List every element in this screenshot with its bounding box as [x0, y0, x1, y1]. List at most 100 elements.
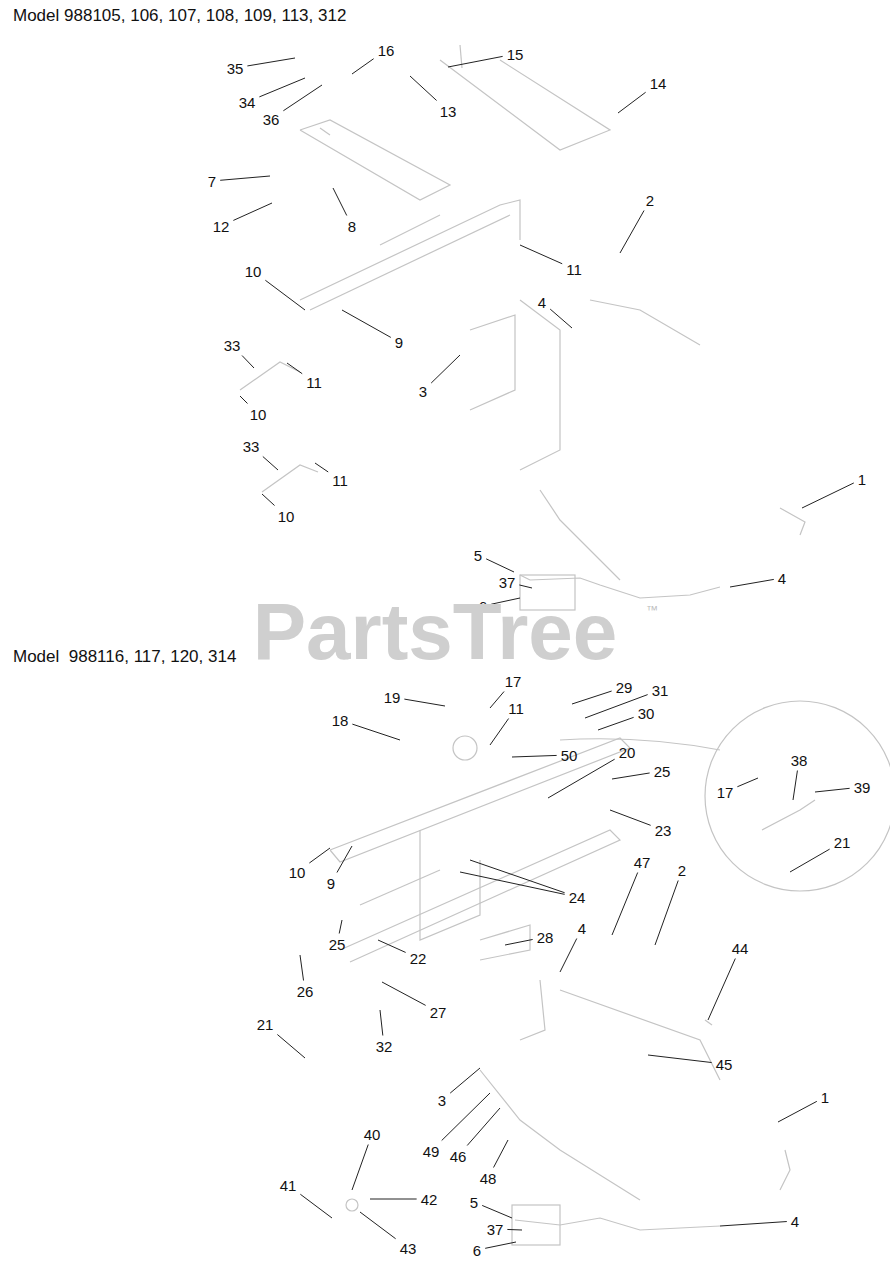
callout-number: 45 [716, 1057, 733, 1072]
callout-number: 25 [654, 764, 671, 779]
callout-number: 24 [569, 890, 586, 905]
leader-line [598, 717, 634, 730]
callout-number: 48 [480, 1171, 497, 1186]
leader-line [337, 846, 352, 873]
callout-number: 21 [257, 1017, 274, 1032]
callout-number: 26 [297, 984, 314, 999]
leader-line [265, 280, 305, 310]
leader-line [382, 982, 426, 1005]
callout-number: 11 [508, 701, 524, 716]
callout-number: 34 [239, 95, 256, 110]
leader-line [315, 463, 328, 472]
leader-line [467, 1108, 500, 1146]
callout-number: 16 [378, 43, 395, 58]
callout-number: 8 [348, 219, 356, 234]
callout-number: 35 [227, 61, 244, 76]
callout-number: 2 [678, 863, 686, 878]
leader-line [309, 848, 330, 863]
callout-number: 41 [280, 1178, 297, 1193]
leader-line [431, 355, 460, 383]
callout-number: 10 [250, 407, 267, 422]
leader-line [612, 873, 638, 936]
leader-line [450, 1068, 480, 1093]
leader-line [708, 959, 735, 1021]
callout-number: 5 [470, 1195, 478, 1210]
leader-line [482, 1205, 512, 1218]
callout-number: 49 [423, 1144, 440, 1159]
callout-number: 46 [450, 1149, 467, 1164]
callout-number: 4 [578, 921, 586, 936]
leader-line [648, 1055, 712, 1063]
leader-line [220, 176, 270, 180]
callout-number: 13 [440, 104, 457, 119]
callout-number: 9 [327, 876, 335, 891]
callout-number: 28 [537, 930, 554, 945]
leader-line [242, 356, 254, 369]
callout-number: 25 [329, 937, 346, 952]
leader-line [352, 724, 400, 740]
leader-line [233, 203, 272, 220]
leader-line [486, 559, 514, 572]
callout-number: 4 [778, 571, 786, 586]
callout-number: 11 [566, 262, 582, 277]
callout-number: 33 [243, 439, 260, 454]
leader-line [470, 860, 565, 893]
callout-number: 47 [634, 855, 651, 870]
callout-number: 27 [430, 1005, 447, 1020]
callout-number: 43 [400, 1241, 417, 1256]
callout-number: 17 [505, 674, 522, 689]
leader-line [612, 773, 650, 779]
leader-line [730, 579, 774, 587]
callout-number: 12 [213, 219, 230, 234]
leader-line [548, 759, 615, 798]
callout-number: 10 [245, 264, 262, 279]
callout-number: 1 [821, 1090, 829, 1105]
leader-line [519, 585, 532, 588]
leader-line [339, 920, 342, 934]
callout-number: 4 [791, 1214, 799, 1229]
leader-line [815, 788, 850, 792]
leader-line [550, 309, 572, 328]
leader-line [283, 85, 322, 111]
callout-number: 38 [791, 753, 808, 768]
leader-line [610, 810, 651, 825]
callout-number: 9 [395, 335, 403, 350]
leader-line [380, 1010, 383, 1036]
callout-number: 22 [410, 951, 427, 966]
callout-number: 14 [650, 76, 667, 91]
leader-line [262, 494, 275, 506]
leader-line [720, 1222, 787, 1226]
leader-line [737, 778, 758, 787]
leader-line [802, 483, 854, 508]
leader-line [572, 691, 612, 704]
leader-line [507, 1229, 522, 1231]
leader-line [442, 1093, 490, 1141]
callout-number: 10 [289, 865, 306, 880]
leader-line [333, 188, 347, 216]
leader-line [485, 1242, 516, 1248]
leader-line [448, 56, 503, 67]
leader-line [790, 849, 830, 872]
leader-line [300, 1194, 332, 1218]
callout-number: 2 [646, 193, 654, 208]
trademark-mark: ™ [646, 604, 658, 616]
leader-line [505, 939, 533, 945]
leader-line [360, 1212, 396, 1239]
watermark: PartsTree [253, 592, 618, 672]
callout-number: 18 [332, 713, 349, 728]
leader-line [460, 872, 565, 894]
leader-line [352, 59, 374, 74]
leader-line [512, 755, 557, 757]
callout-number: 37 [499, 575, 516, 590]
callout-number: 15 [507, 47, 524, 62]
callout-number: 1 [858, 472, 866, 487]
leader-line [410, 76, 437, 101]
leader-line [300, 955, 304, 981]
model-title: Model 988116, 117, 120, 314 [13, 648, 236, 665]
callout-number: 11 [306, 375, 322, 390]
callout-number: 37 [487, 1222, 504, 1237]
callout-number: 19 [384, 690, 401, 705]
leader-line [655, 881, 678, 946]
callout-number: 4 [538, 295, 546, 310]
callout-number: 5 [474, 548, 482, 563]
